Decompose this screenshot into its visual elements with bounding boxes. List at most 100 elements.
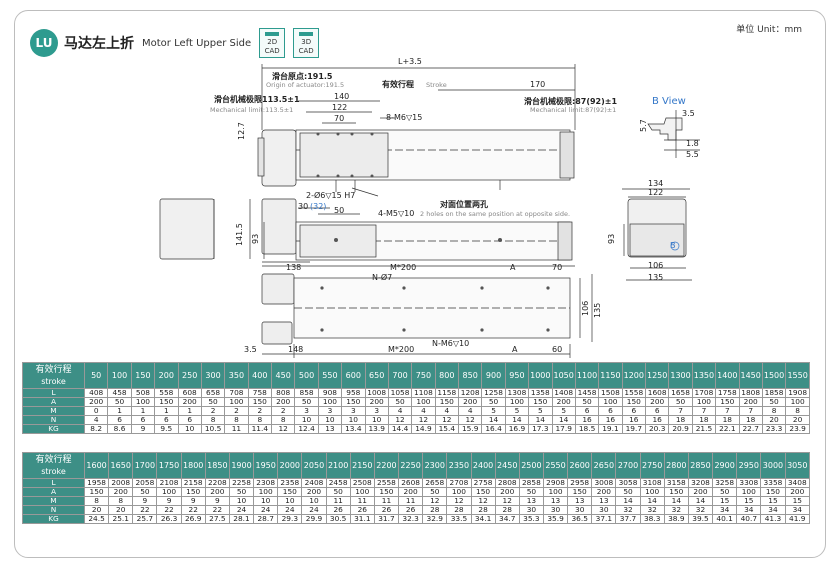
table-cell: 2708 [446,478,472,488]
dim-70-bottom: 70 [552,263,562,272]
table-cell: 200 [364,397,389,407]
table-cell: 1 [130,406,156,416]
note-2-phi6: 2-Ø6▽15 H7 [306,190,355,200]
table-cell: 908 [317,388,343,398]
table-cell: 24.5 [83,514,110,524]
table-cell: 34 [760,505,786,515]
stroke-col-header: 1800 [180,452,206,479]
table-cell: 11 [373,496,400,506]
stroke-col-header: 1650 [108,452,134,479]
technical-drawing: L+3.5 滑台原点:191.5 Origin of actuator:191.… [159,57,700,358]
stroke-col-header: 3000 [760,452,786,479]
table-cell: 0 [83,406,109,416]
table-cell: 2 [224,406,249,416]
table-cell: 8 [785,406,810,416]
stroke-col-header: 50 [83,362,109,389]
table-cell: 50 [518,487,544,497]
table-cell: 100 [156,487,182,497]
title-en: Motor Left Upper Side [142,37,252,49]
table-cell: 558 [154,388,179,398]
table-cell: 4 [457,406,483,416]
cad-3d-button[interactable]: 3D CAD [293,28,320,58]
stroke-col-header: 2150 [349,452,375,479]
row-label: N [22,505,85,515]
table-cell: 1708 [691,388,717,398]
table-cell: 16 [621,415,647,425]
table-cell: 32 [663,505,689,515]
table-cell: 40.7 [736,514,762,524]
table-cell: 13.4 [341,424,366,434]
table-cell: 2358 [277,478,303,488]
stroke-col-header: 2500 [518,452,544,479]
table-cell: 26 [349,505,375,515]
table-cell: 50 [294,397,319,407]
table-cell: 1 [177,406,202,416]
table-cell: 100 [736,487,762,497]
table-cell: 3 [294,406,319,416]
table-cell: 16 [598,415,623,425]
table-cell: 10 [228,496,255,506]
stroke-col-header: 1950 [253,452,279,479]
table-cell: 1558 [621,388,647,398]
table-cell: 32 [615,505,641,515]
dim-50: 50 [334,206,344,215]
dim-12-7: 12.7 [237,122,246,140]
table-cell: 12 [422,496,448,506]
stroke-col-header: 2450 [494,452,520,479]
table-cell: 32 [687,505,714,515]
table-cell: 200 [457,397,483,407]
table-cell: 15 [736,496,762,506]
table-cell: 150 [277,487,303,497]
table-cell: 7 [668,406,693,416]
table-cell: 2608 [398,478,424,488]
table-cell: 100 [639,487,665,497]
table-cell: 7 [738,406,763,416]
table-cell: 22 [204,505,230,515]
table-cell: 38.3 [639,514,665,524]
stroke-label-cn: 有效行程 [382,79,414,89]
table-cell: 100 [130,397,156,407]
cad-2d-button[interactable]: 2D CAD [259,28,286,58]
table-cell: 1958 [83,478,110,488]
table-cell: 22.1 [715,424,740,434]
table-cell: 10 [317,415,343,425]
stroke-header-en: stroke [41,376,66,386]
table-cell: 29.3 [277,514,303,524]
table-cell: 2558 [373,478,400,488]
table-cell: 100 [504,397,530,407]
table-cell: 2258 [228,478,255,488]
dim-135: 135 [648,273,663,282]
dim-122: 122 [332,103,347,112]
stroke-col-header: 2300 [422,452,448,479]
note-n-m6: N-M6▽10 [432,339,469,348]
table-cell: 8 [270,415,296,425]
table-cell: 32.3 [398,514,424,524]
table-cell: 858 [294,388,319,398]
table-cell: 200 [494,487,520,497]
row-label: KG [22,424,85,434]
table-cell: 12 [457,415,483,425]
table-cell: 11 [224,424,249,434]
table-cell: 37.1 [591,514,617,524]
table-cell: 32.9 [422,514,448,524]
table-cell: 35.3 [518,514,544,524]
stroke-col-header: 1600 [83,452,110,479]
table-cell: 708 [224,388,249,398]
table-cell: 8 [200,415,226,425]
table-cell: 6 [107,415,132,425]
stroke-col-header: 1850 [204,452,230,479]
table-cell: 9.5 [154,424,179,434]
stroke-col-header: 450 [270,362,296,389]
table-cell: 18 [668,415,693,425]
stroke-col-header: 2900 [712,452,738,479]
table-cell: 30 [518,505,544,515]
mech-limit-right-en: Mechanical limit:87(92)±1 [530,106,616,114]
stroke-col-header: 2750 [639,452,665,479]
table-cell: 1258 [481,388,506,398]
table-cell: 14 [615,496,641,506]
table-cell: 1608 [644,388,670,398]
